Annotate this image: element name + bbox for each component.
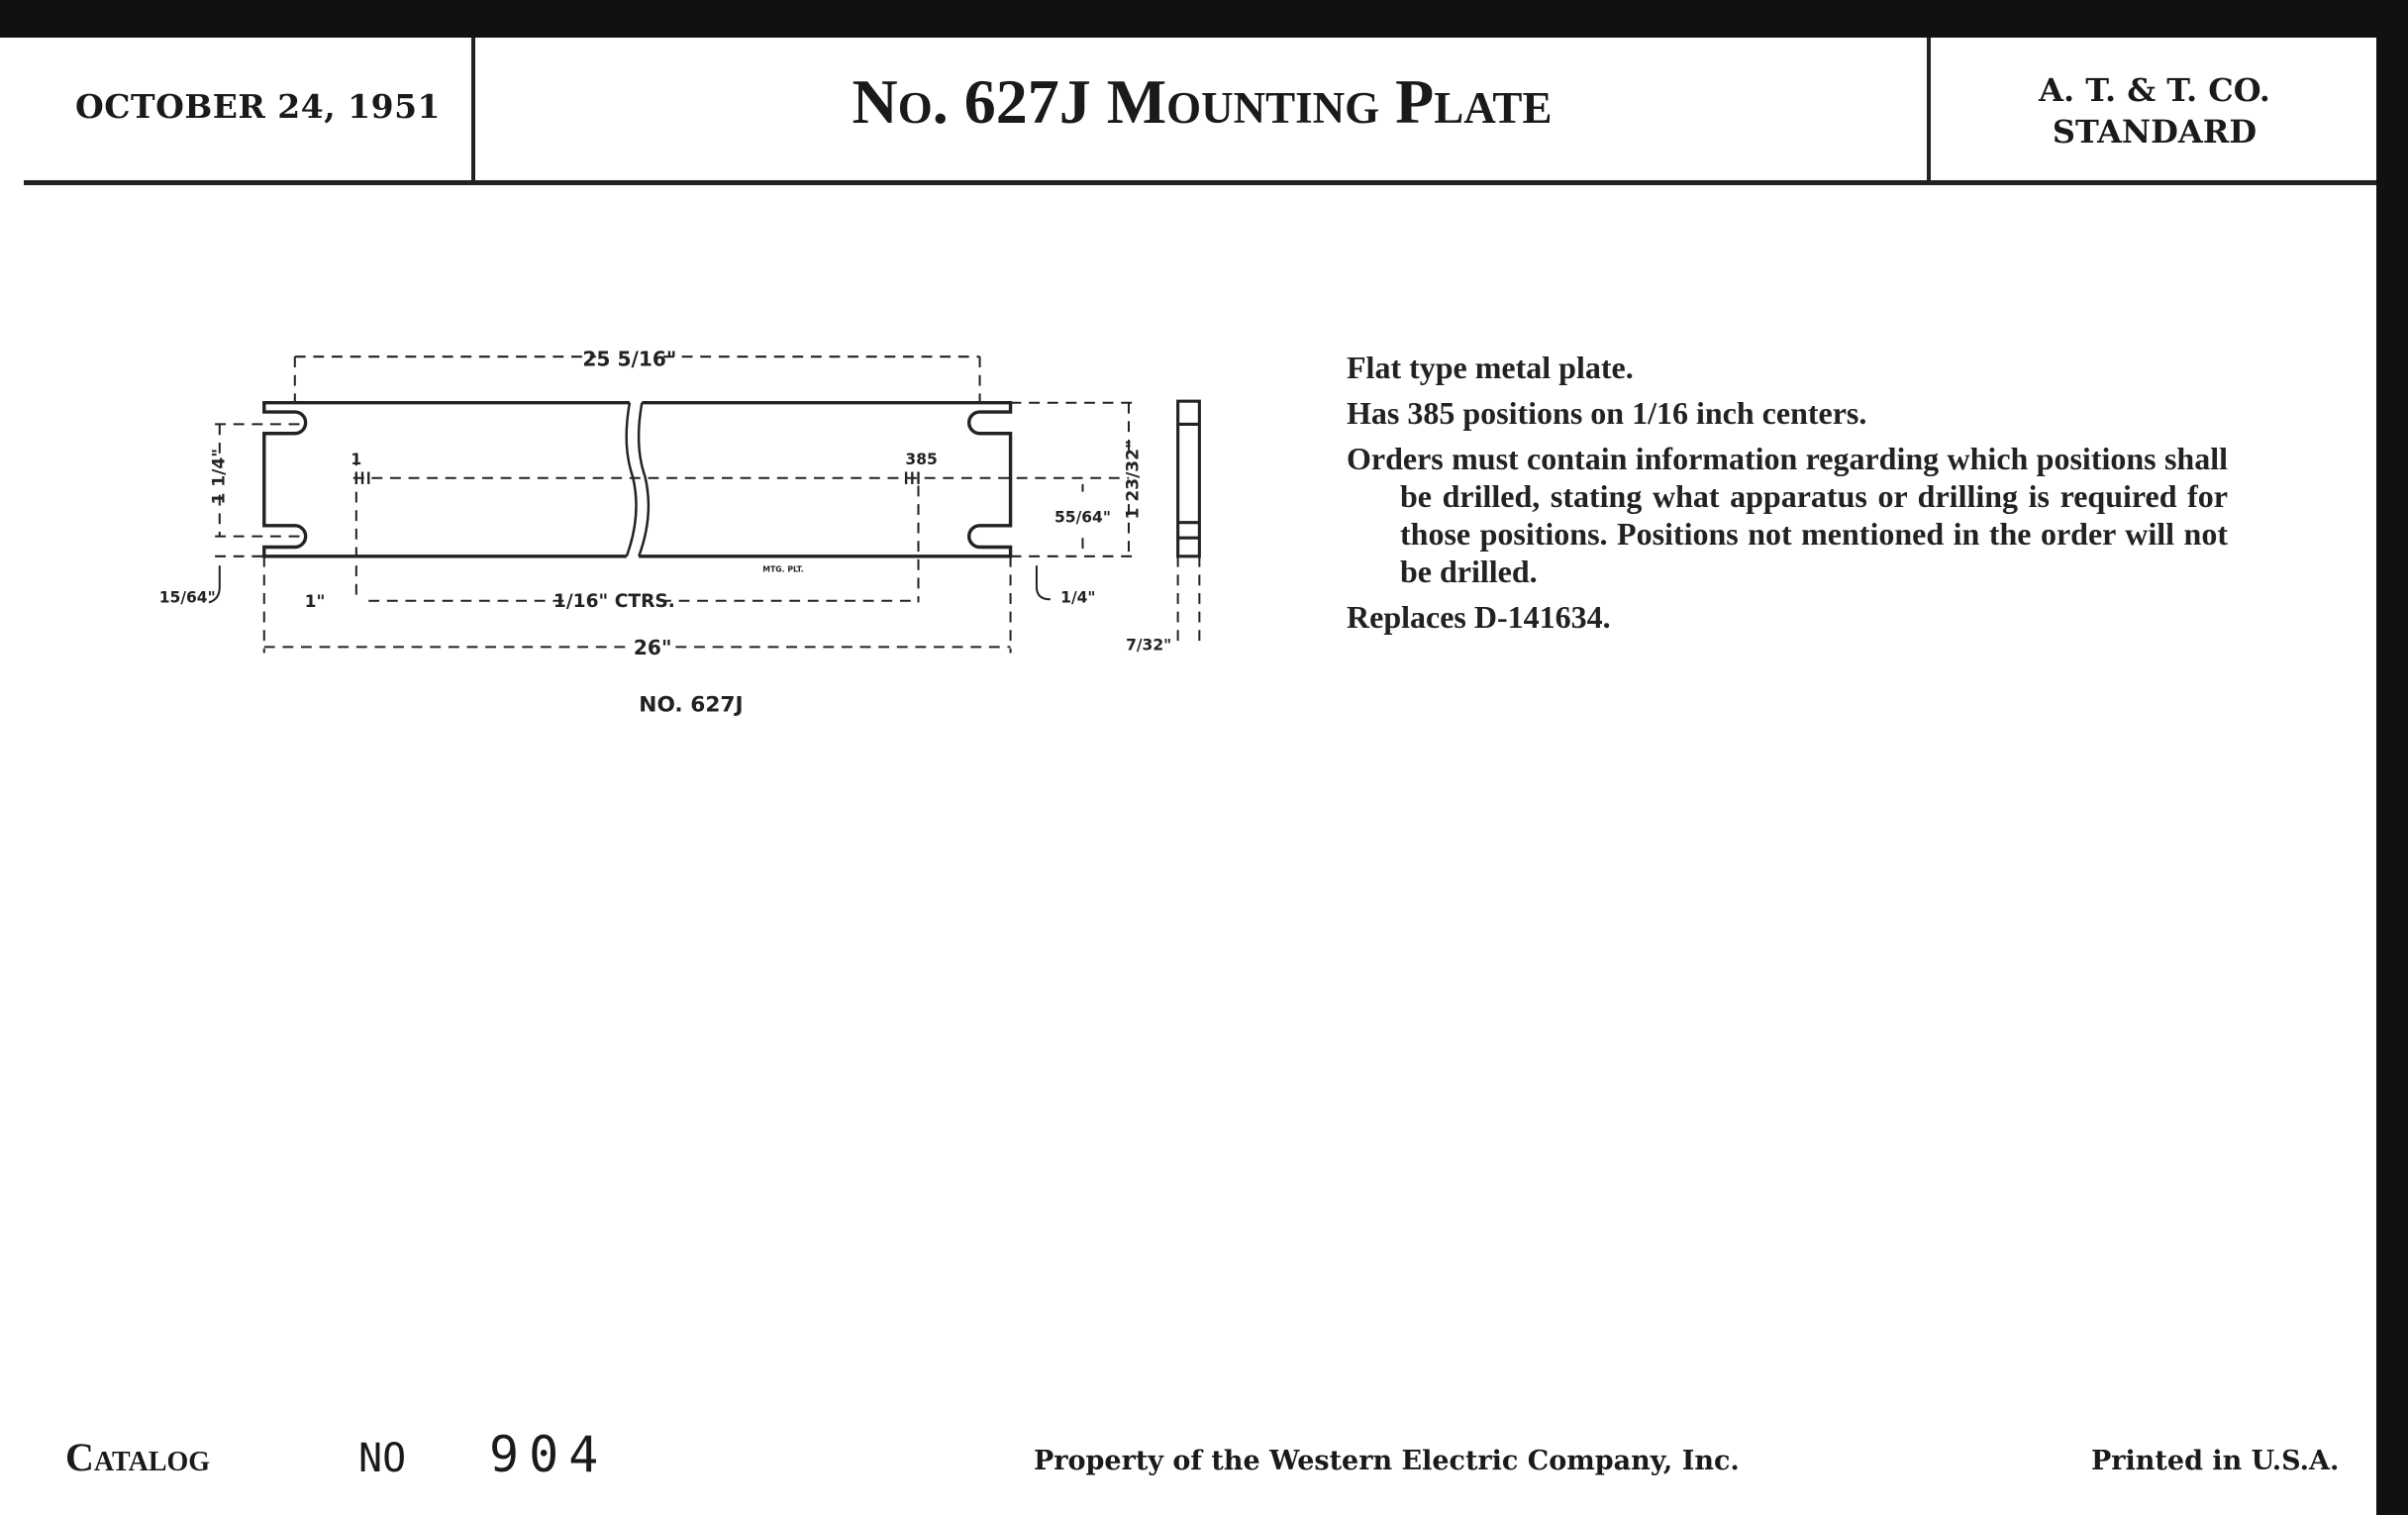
dim-slot-edge: 15/64" (159, 588, 216, 606)
printed-notice: Printed in U.S.A. (2091, 1446, 2340, 1476)
dim-centers: 1/16" CTRS. (553, 591, 675, 612)
description-line: Has 385 positions on 1/16 inch centers. (1347, 395, 1867, 431)
catalog-number: 904 (489, 1426, 609, 1483)
leader-line (1035, 565, 1051, 601)
description-line: Replaces D-141634. (1347, 599, 1611, 635)
catalog-no-label: NO (358, 1436, 407, 1481)
dim-height: 1 23/32" (1123, 440, 1143, 519)
side-view (1176, 399, 1201, 558)
dim-overall-bottom: 26" (634, 636, 672, 659)
description-line: Orders must contain information regardin… (1347, 441, 2228, 589)
description-line: Flat type metal plate. (1347, 350, 1634, 385)
marking-text: MTG. PLT. (762, 564, 803, 573)
dim-row-height: 55/64" (1054, 509, 1111, 527)
property-notice: Property of the Western Electric Company… (1034, 1446, 1740, 1476)
scan-border-right (2376, 0, 2408, 1515)
header-divider (471, 38, 475, 182)
dim-left-offset: 1" (305, 592, 326, 612)
dim-thickness: 7/32" (1126, 636, 1171, 654)
dim-slot-width: 1/4" (1060, 588, 1095, 606)
position-ticks (354, 471, 920, 484)
leader-line (208, 565, 221, 604)
dim-slot-spacing: 1 1/4" (209, 449, 229, 505)
header-divider (1927, 38, 1931, 182)
label-first-position: 1 (351, 451, 361, 468)
dim-overall-top: 25 5/16" (582, 347, 676, 370)
catalog-label: Catalog (65, 1435, 211, 1479)
page-title: No. 627J Mounting Plate (852, 66, 1553, 137)
scan-border-top (0, 0, 2408, 38)
standard-label: A. T. & T. CO. STANDARD (1933, 69, 2376, 152)
header-rule (24, 180, 2376, 185)
standard-text: STANDARD (2052, 113, 2258, 151)
standard-org: A. T. & T. CO. (2039, 71, 2270, 109)
plate-outline (262, 401, 1013, 558)
drawing-caption: NO. 627J (639, 692, 743, 717)
label-last-position: 385 (905, 451, 937, 468)
description: Flat type metal plate. Has 385 positions… (1347, 349, 2228, 644)
issue-date: OCTOBER 24, 1951 (75, 87, 442, 126)
